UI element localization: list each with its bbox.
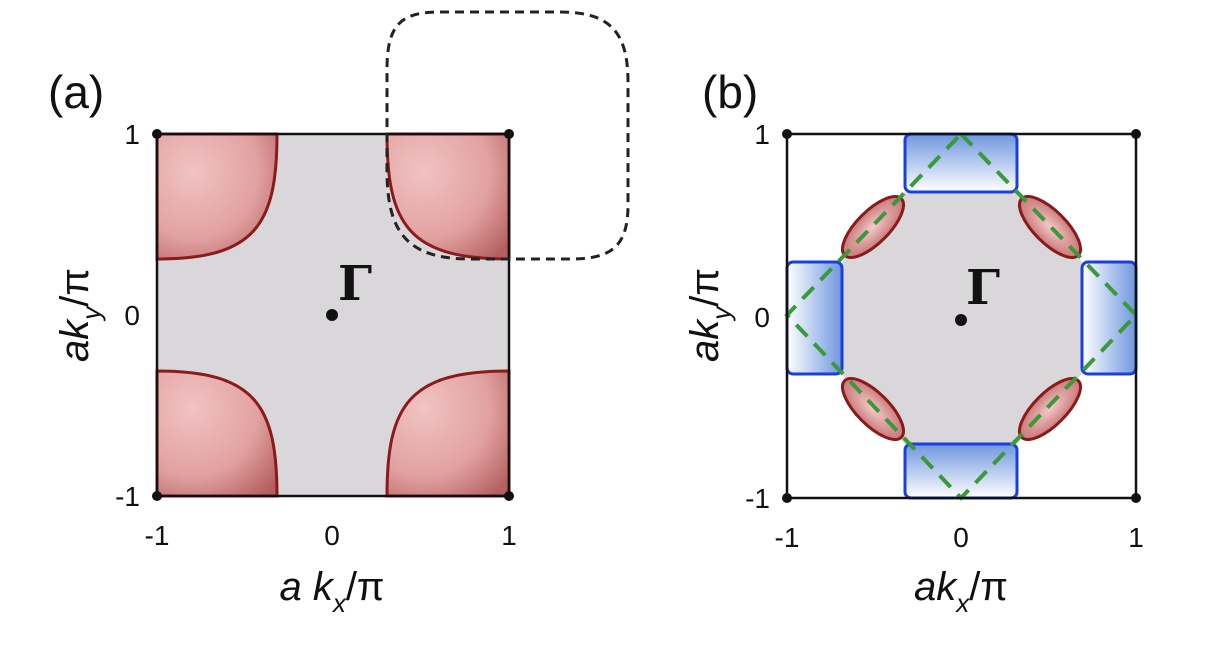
panel-b-corner-dot <box>1131 129 1141 139</box>
panel-b-frame <box>785 132 1138 500</box>
panel-b-xtick: 0 <box>953 522 969 553</box>
panel-b-pocket-left <box>785 260 844 376</box>
panel-b-xtick: 1 <box>1128 522 1144 553</box>
panel-a-xtick: 1 <box>501 520 517 551</box>
panel-b: (b) Γ -1 0 1 1 0 -1 akx/π aky <box>683 66 1144 618</box>
panel-a-pocket-top-left <box>155 132 279 261</box>
panel-b-pocket-right <box>1080 260 1138 376</box>
panel-a-xtick: 0 <box>324 520 340 551</box>
panel-a-xtick: -1 <box>145 520 170 551</box>
panel-a-corner-dot <box>152 129 162 139</box>
panel-a-corner-dot <box>504 491 514 501</box>
panel-b-ytick: 1 <box>754 119 770 150</box>
panel-a-ytick: 0 <box>124 300 140 331</box>
panel-b-corner-dot <box>782 129 792 139</box>
panel-a-gamma-label: Γ <box>338 256 372 312</box>
panel-a: (a) Γ -1 0 1 1 0 -1 a kx/π aky/π <box>48 10 630 618</box>
panel-b-ytick: -1 <box>745 483 770 514</box>
panel-a-pocket-bottom-right <box>385 369 511 498</box>
panel-b-corner-dot <box>1131 493 1141 503</box>
panel-b-ylabel: aky/π <box>683 268 736 362</box>
panel-b-gamma-label: Γ <box>966 260 1000 316</box>
panel-a-gamma-point <box>326 309 338 321</box>
panel-b-pocket-top <box>903 132 1019 194</box>
panel-b-xlabel: akx/π <box>914 565 1008 618</box>
panel-b-corner-dot <box>782 493 792 503</box>
panel-b-xtick: -1 <box>775 522 800 553</box>
panel-a-label: (a) <box>48 66 104 118</box>
panel-a-dashed-contour <box>385 10 630 261</box>
panel-a-ytick: -1 <box>115 481 140 512</box>
panel-a-pocket-bottom-left <box>155 369 279 498</box>
panel-a-xlabel: a kx/π <box>279 565 384 618</box>
panel-a-ylabel: aky/π <box>53 268 106 362</box>
panel-b-ytick: 0 <box>754 302 770 333</box>
panel-a-corner-dot <box>504 129 514 139</box>
panel-b-gamma-point <box>955 314 967 326</box>
panel-a-frame <box>155 132 511 498</box>
panel-b-pocket-bottom <box>903 442 1019 500</box>
panel-a-corner-dot <box>152 491 162 501</box>
panel-a-ytick: 1 <box>124 119 140 150</box>
panel-b-label: (b) <box>702 66 758 118</box>
